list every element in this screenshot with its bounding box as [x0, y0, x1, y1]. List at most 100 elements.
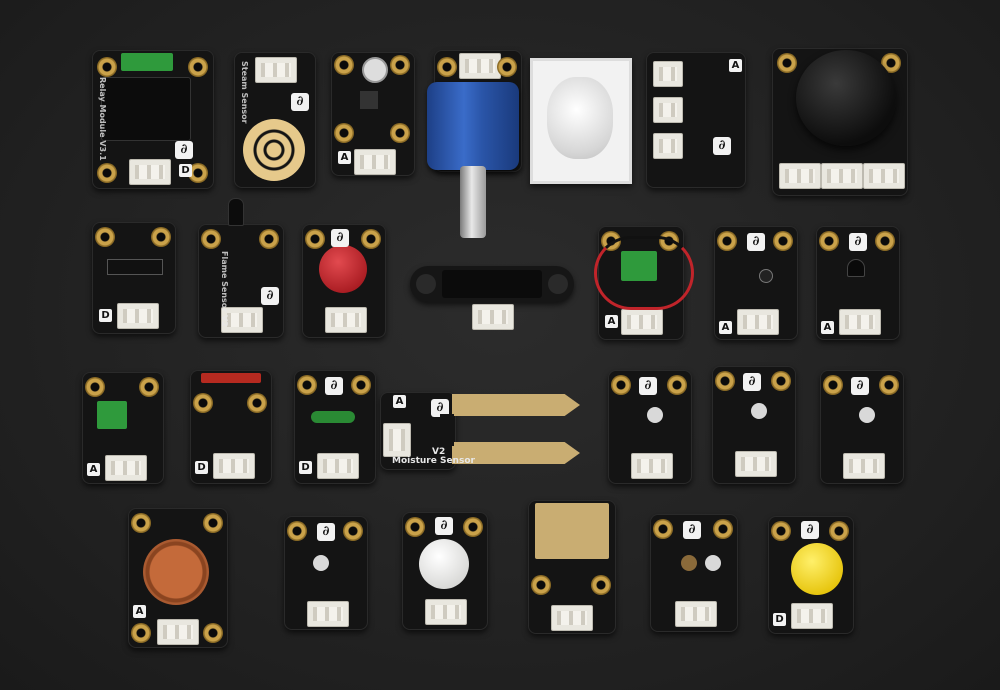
moisture-version: V2 — [432, 447, 446, 457]
connector — [631, 453, 673, 479]
ambient-light-sensor: A ∂ — [714, 226, 798, 340]
steam-pad — [243, 119, 305, 181]
red-led-module: ∂ — [608, 370, 692, 484]
connector — [653, 97, 683, 123]
pin-label: A — [338, 151, 351, 164]
connector — [325, 307, 367, 333]
pin-label: D — [299, 461, 312, 474]
speaker-wire — [594, 236, 694, 310]
connector — [317, 453, 359, 479]
connector — [354, 149, 396, 175]
led — [751, 403, 767, 419]
pin-label: A — [729, 59, 742, 72]
pin-label: A — [719, 321, 732, 334]
moisture-probe-bottom — [452, 442, 580, 464]
module-label: Relay Module V3.1 — [98, 77, 107, 161]
magnetic-sensor: D — [190, 370, 272, 484]
relay-block — [101, 77, 191, 141]
light-sensor-element — [759, 269, 773, 283]
gas-sensor: A — [128, 508, 228, 648]
logo-mark: ∂ — [801, 521, 819, 539]
connector — [551, 605, 593, 631]
moisture-sensor-base: A ∂ — [380, 392, 456, 470]
pin-label: A — [133, 605, 146, 618]
led — [313, 555, 329, 571]
pin-label: A — [87, 463, 100, 476]
led — [681, 555, 697, 571]
module-label: Flame Sensor V2 — [220, 251, 229, 327]
moisture-label: Moisture Sensor — [392, 456, 475, 466]
connector — [821, 163, 863, 189]
push-button-white: ∂ — [402, 512, 488, 630]
connector — [425, 599, 467, 625]
voltage-divider: A — [82, 372, 164, 484]
connector — [621, 309, 663, 335]
relay-connector — [129, 159, 171, 185]
connector — [653, 61, 683, 87]
connector — [255, 57, 297, 83]
lm35-temperature-sensor: A ∂ — [816, 226, 900, 340]
logo-mark: ∂ — [713, 137, 731, 155]
connector — [735, 451, 777, 477]
potentiometer-shaft — [460, 166, 486, 238]
logo-mark: ∂ — [435, 517, 453, 535]
pin-label: A — [821, 321, 834, 334]
connector — [105, 455, 147, 481]
connector — [383, 423, 411, 457]
tilt-sensor: D ∂ — [294, 370, 376, 484]
moisture-probe-top — [452, 394, 580, 416]
connector — [863, 163, 905, 189]
led — [647, 407, 663, 423]
logo-mark: ∂ — [291, 93, 309, 111]
flame-sensor: ∂ Flame Sensor V2 — [198, 224, 284, 338]
potentiometer-knob — [427, 82, 519, 170]
connector — [117, 303, 159, 329]
connector — [307, 601, 349, 627]
push-button-red: ∂ — [302, 224, 386, 338]
logo-mark: ∂ — [747, 233, 765, 251]
connector — [459, 53, 501, 79]
white-led-module: ∂ — [284, 516, 368, 630]
gas-sensing-element — [143, 539, 209, 605]
button-cap — [319, 245, 367, 293]
distance-sensor-connector — [472, 304, 514, 330]
touch-pad — [535, 503, 609, 559]
joystick-cap — [796, 50, 896, 146]
chip — [360, 91, 378, 109]
logo-mark: ∂ — [331, 229, 349, 247]
logo-mark: ∂ — [683, 521, 701, 539]
grayscale-sensor: ∂ — [650, 514, 738, 632]
push-button-yellow: D ∂ — [768, 516, 854, 634]
logo-mark: ∂ — [851, 377, 869, 395]
logo-mark: ∂ — [317, 523, 335, 541]
sharp-ir-distance-sensor — [410, 266, 574, 302]
connector — [779, 163, 821, 189]
flame-ir-led — [228, 198, 244, 226]
connector — [653, 133, 683, 159]
green-led-module: ∂ — [820, 370, 904, 484]
led — [705, 555, 721, 571]
tilt-switch — [311, 411, 355, 423]
screw-terminal — [97, 401, 127, 429]
pin-label: D — [179, 164, 192, 177]
connector — [221, 307, 263, 333]
connector — [843, 453, 885, 479]
connector — [791, 603, 833, 629]
connector — [213, 453, 255, 479]
touch-sensor — [528, 500, 616, 634]
connector — [157, 619, 199, 645]
microphone — [362, 57, 388, 83]
logo-mark: ∂ — [849, 233, 867, 251]
steam-sensor: ∂ Steam Sensor — [234, 52, 316, 188]
connector — [839, 309, 881, 335]
logo-mark: ∂ — [431, 399, 449, 417]
module-label: Steam Sensor — [240, 61, 249, 124]
reed-element — [201, 373, 261, 383]
logo-mark: ∂ — [261, 287, 279, 305]
accelerometer-module: A ∂ — [646, 52, 746, 188]
pin-label: A — [393, 395, 406, 408]
vibration-sensor: D — [92, 222, 176, 334]
vibration-element — [107, 259, 163, 275]
relay-module: ∂ D Relay Module V3.1 — [92, 50, 214, 189]
sound-sensor: A — [331, 52, 415, 176]
